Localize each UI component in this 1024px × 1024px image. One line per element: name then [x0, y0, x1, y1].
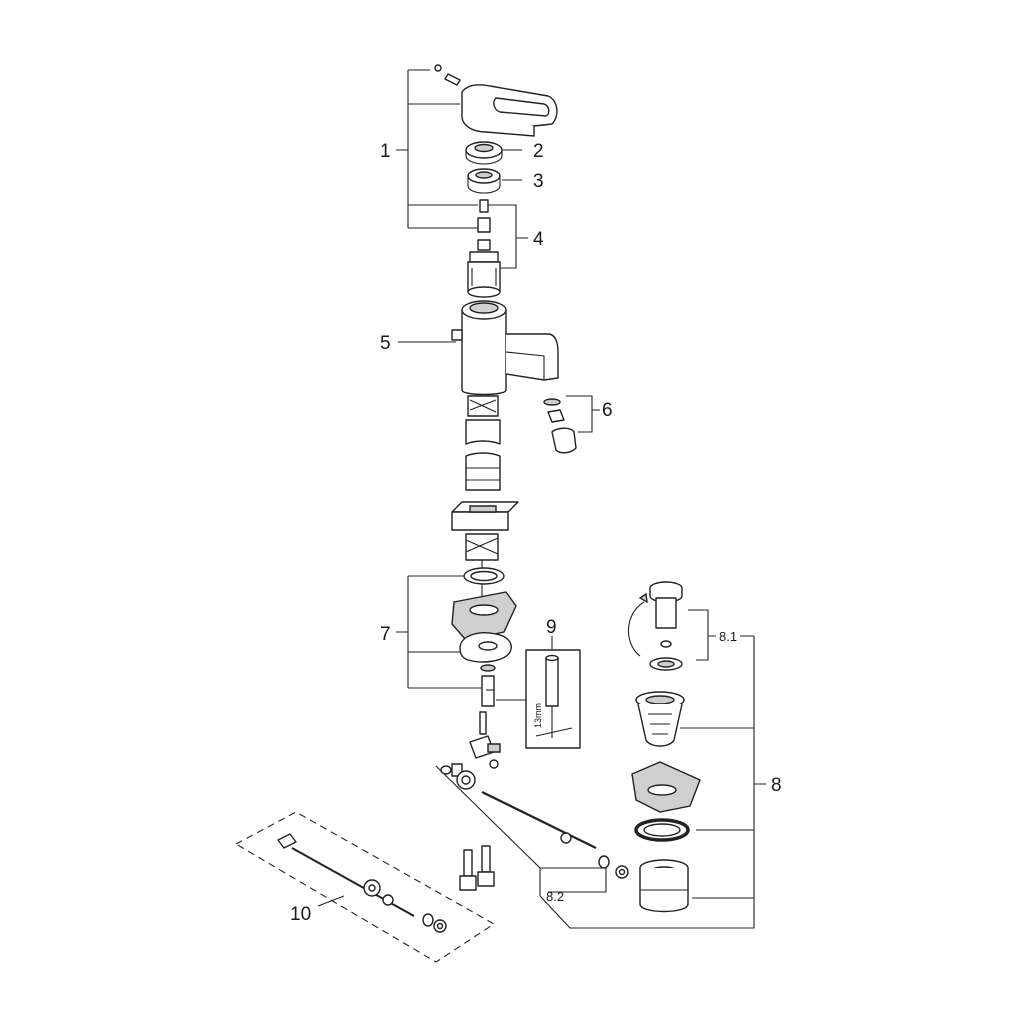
- part-5-mixer-body: [451, 300, 559, 396]
- bracket-7: [396, 575, 484, 689]
- callout-8-1: 8.1: [719, 629, 737, 644]
- leader-10: [317, 895, 345, 907]
- callout-9: 9: [546, 617, 557, 638]
- pop-up-nut-set: [440, 763, 476, 790]
- callout-3: 3: [533, 171, 544, 192]
- flexible-hoses: [467, 395, 499, 417]
- tool-size-label: 13mm: [533, 703, 543, 728]
- callout-2: 2: [533, 141, 544, 162]
- connection-hoses: [459, 845, 495, 891]
- part-7-small-pin: [479, 711, 487, 735]
- part-4-cartridge: [467, 239, 501, 298]
- callout-10: 10: [290, 904, 311, 925]
- part-6-aerator: [543, 398, 577, 454]
- handle-screw: [434, 64, 461, 86]
- part-8-waste-body: [635, 691, 685, 747]
- pop-up-clamp: [469, 735, 501, 769]
- part-7-o-ring: [463, 567, 505, 585]
- part-4-cartridge-screw: [477, 199, 491, 233]
- threaded-shank: [465, 419, 501, 491]
- part-8-2-pivot-rod: [481, 791, 629, 879]
- bracket-1: [396, 69, 478, 229]
- part-2-cover-cap: [465, 141, 503, 165]
- bracket-6: [566, 395, 600, 433]
- part-8-gasket: [634, 818, 690, 842]
- callout-5: 5: [380, 333, 391, 354]
- bracket-8: [539, 635, 766, 929]
- callout-4: 4: [533, 229, 544, 250]
- lever-handle: [461, 84, 558, 137]
- callout-8-2: 8.2: [546, 889, 564, 904]
- part-7-fixing-nut: [480, 664, 496, 707]
- part-8-basin-section: [631, 761, 701, 813]
- mounting-plate: [451, 501, 519, 531]
- callout-7: 7: [380, 624, 391, 645]
- part-9-tool-box: [525, 649, 581, 749]
- part-10-extension-box: [234, 811, 496, 963]
- part-8-drain-bottom: [639, 859, 689, 913]
- bracket-8-2: [435, 765, 607, 896]
- bracket-4: [488, 204, 528, 269]
- part-7-countertop-section: [451, 591, 517, 641]
- callout-6: 6: [602, 400, 613, 421]
- bracket-8-1: [688, 609, 716, 661]
- part-8-1-pop-up-plug: [627, 581, 683, 671]
- part-7-horseshoe-washer: [459, 632, 512, 663]
- callout-1: 1: [380, 141, 391, 162]
- callout-8: 8: [771, 775, 782, 796]
- part-3-ring-nut: [467, 168, 501, 194]
- leader-9: [496, 636, 553, 701]
